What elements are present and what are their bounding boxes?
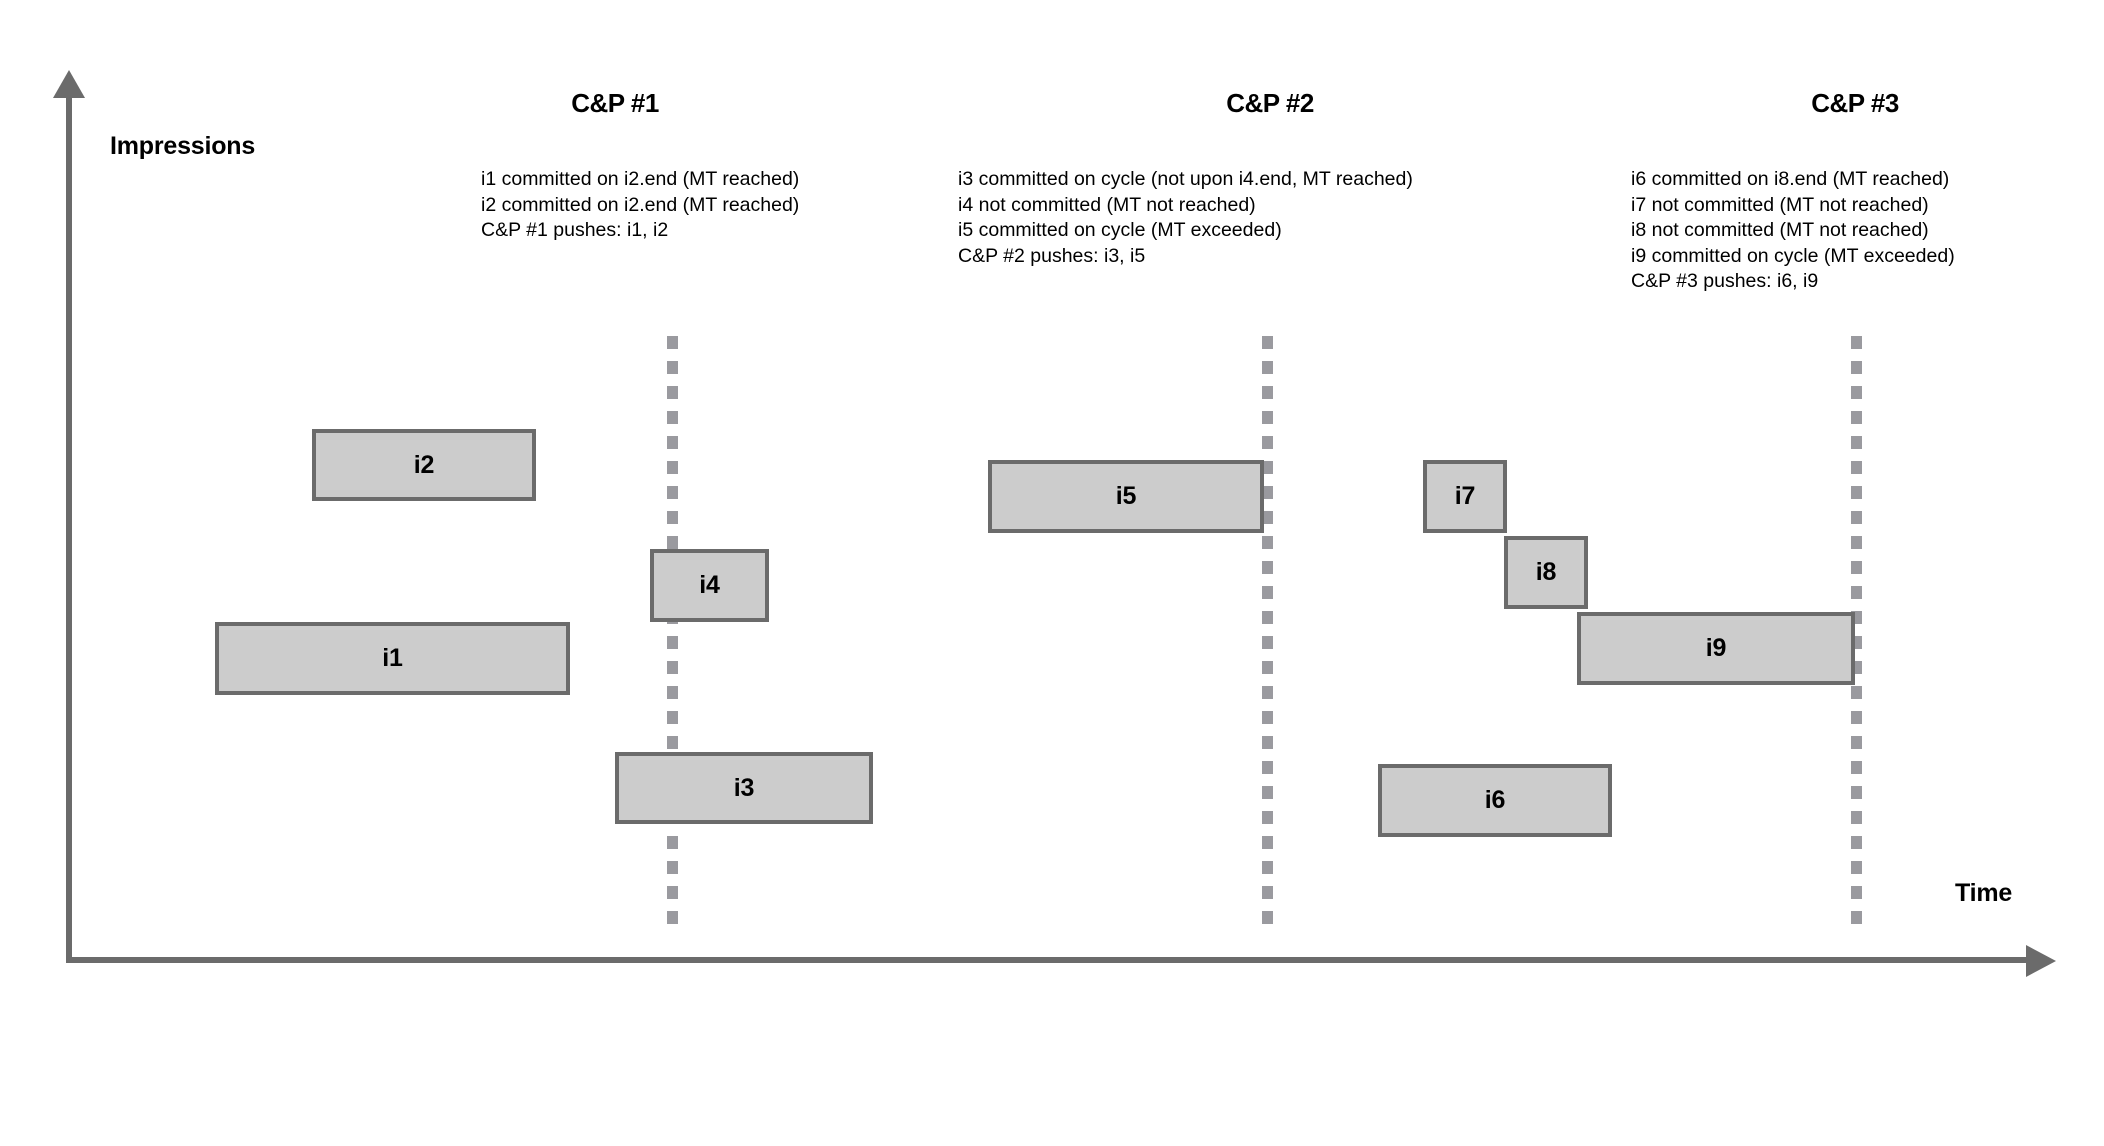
impression-bar-label: i5 [1115,482,1137,510]
cycle-note-line: i2 committed on i2.end (MT reached) [481,193,800,216]
cycle-note-line: i4 not committed (MT not reached) [958,193,1256,216]
y-axis-line [66,88,72,963]
impression-bar-i5: i5 [988,460,1264,533]
cycle-notes-3: i6 committed on i8.end (MT reached) i7 no… [1631,167,1955,295]
cycle-note-line: i8 not committed (MT not reached) [1631,219,1929,241]
cycle-note-line: i1 committed on i2.end (MT reached) [481,168,800,190]
cycle-title-2: C&P #2 [1226,88,1314,118]
impression-bar-i4: i4 [650,549,769,622]
impression-bar-i1: i1 [215,622,570,695]
y-axis-label: Impressions [110,132,256,160]
impression-bar-label: i8 [1535,558,1557,586]
x-axis-label: Time [1955,879,2013,907]
cycle-note-line: i9 committed on cycle (MT exceeded) [1631,244,1955,267]
impression-bar-label: i7 [1454,482,1476,510]
cycle-note-line: i3 committed on cycle (not upon i4.end, … [958,168,1413,190]
cycle-note-line: C&P #3 pushes: i6, i9 [1631,270,1819,292]
cycle-note-line: i6 committed on i8.end (MT reached) [1631,168,1950,190]
impression-bar-i7: i7 [1423,460,1507,533]
impression-bar-label: i4 [699,571,720,599]
impression-bar-label: i2 [413,450,435,479]
cycle-title-1: C&P #1 [571,88,659,118]
cycle-notes-2: i3 committed on cycle (not upon i4.end, … [958,167,1413,269]
cycle-note-line: C&P #2 pushes: i3, i5 [958,244,1146,267]
x-axis-line [66,957,2034,963]
impression-bar-label: i6 [1484,786,1506,814]
y-axis-arrow-icon [53,70,85,98]
cycle-notes-1: i1 committed on i2.end (MT reached) i2 co… [481,167,799,244]
cycle-title-3: C&P #3 [1811,88,1899,118]
cycle-line-3 [1851,336,1862,936]
impression-bar-i3: i3 [615,752,873,824]
impression-bar-label: i9 [1705,634,1727,662]
impression-bar-i2: i2 [312,429,536,501]
cycle-note-line: i5 committed on cycle (MT exceeded) [958,219,1282,241]
impression-bar-label: i1 [382,644,403,672]
impression-bar-i6: i6 [1378,764,1612,837]
cycle-note-line: i7 not committed (MT not reached) [1631,193,1929,216]
impression-bar-label: i3 [733,773,755,802]
cycle-note-line: C&P #1 pushes: i1, i2 [481,219,669,241]
cycle-line-2 [1262,336,1273,936]
impression-bar-i9: i9 [1577,612,1855,685]
impression-bar-i8: i8 [1504,536,1588,609]
cycle-line-1 [667,336,678,936]
legend: = Minimum time for an impress to be vali… [0,1050,2104,1120]
x-axis-arrow-icon [2026,945,2056,977]
